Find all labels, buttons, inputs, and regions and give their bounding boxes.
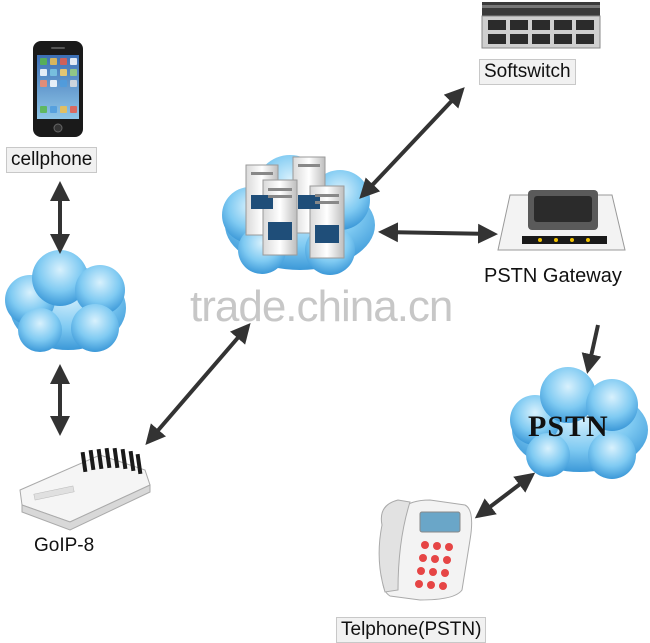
server-cluster-icon bbox=[245, 156, 345, 259]
goip-label: GoIP-8 bbox=[34, 535, 95, 556]
arrow-ipcloud-gateway bbox=[378, 222, 498, 244]
arrow-goip-ipcloud bbox=[145, 322, 251, 446]
telephone-label: Telphone(PSTN) bbox=[336, 617, 487, 643]
arrow-gateway-pstn bbox=[581, 324, 602, 374]
arrow-ipcloud-softswitch bbox=[359, 87, 465, 199]
pstn-gateway-label: PSTN Gateway bbox=[484, 265, 622, 287]
goip-device-icon bbox=[19, 447, 151, 531]
telephone-icon bbox=[378, 499, 473, 601]
pstn-cloud bbox=[510, 367, 648, 479]
watermark-text: trade.china.cn bbox=[190, 282, 453, 331]
cellphone-icon bbox=[33, 41, 83, 137]
mobile-network-cloud bbox=[5, 250, 126, 352]
pstn-cloud-label: PSTN bbox=[528, 410, 609, 443]
softswitch-server-icon bbox=[481, 2, 601, 49]
connection-arrows bbox=[50, 87, 602, 519]
arrow-pstn-telephone bbox=[474, 472, 536, 519]
cellphone-label: cellphone bbox=[6, 147, 98, 173]
softswitch-label: Softswitch bbox=[479, 59, 576, 85]
pstn-gateway-icon bbox=[497, 190, 626, 251]
